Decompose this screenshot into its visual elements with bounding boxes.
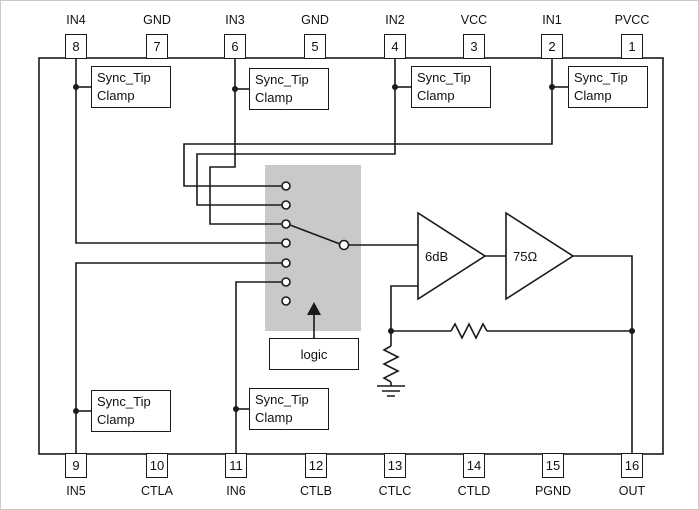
pin-box-15: 15 bbox=[542, 453, 564, 478]
junction-dot bbox=[73, 408, 79, 414]
pin-box-14: 14 bbox=[463, 453, 485, 478]
pin-box-11: 11 bbox=[225, 453, 247, 478]
mux-input-contact-4 bbox=[281, 238, 291, 248]
amp-gain-label: 6dB bbox=[425, 249, 449, 264]
mux-input-contact-1 bbox=[281, 181, 291, 191]
ground-icon bbox=[377, 385, 405, 397]
pin-box-4: 4 bbox=[384, 34, 406, 59]
pin-label-in3: IN3 bbox=[225, 13, 245, 27]
pin-box-6: 6 bbox=[224, 34, 246, 59]
pin-label-gnd5: GND bbox=[301, 13, 329, 27]
pin-label-in6: IN6 bbox=[226, 484, 246, 498]
sync-tip-clamp-1: Sync_Tip Clamp bbox=[91, 66, 171, 108]
pin-box-9: 9 bbox=[65, 453, 87, 478]
mux-input-contact-2 bbox=[281, 200, 291, 210]
junction-dot bbox=[629, 328, 635, 334]
pin-box-12: 12 bbox=[305, 453, 327, 478]
pin-label-ctlb: CTLB bbox=[300, 484, 332, 498]
logic-label: logic bbox=[300, 346, 328, 362]
mux-output-contact bbox=[338, 239, 350, 251]
pin-box-10: 10 bbox=[146, 453, 168, 478]
pin-label-in1: IN1 bbox=[542, 13, 562, 27]
wire-in4 bbox=[75, 59, 282, 244]
wire-in2 bbox=[196, 59, 396, 206]
clamp-text-line1: Sync_Tip bbox=[417, 70, 471, 85]
wire-in3 bbox=[209, 59, 282, 225]
junction-dot bbox=[388, 328, 394, 334]
pin-label-out: OUT bbox=[618, 484, 646, 498]
wire-feedback-input bbox=[390, 285, 418, 346]
clamp-text-line1: Sync_Tip bbox=[97, 394, 151, 409]
wire-in6 bbox=[235, 281, 282, 453]
feedback-resistor-icon bbox=[450, 322, 488, 340]
pin-label-vcc: VCC bbox=[460, 13, 488, 27]
pin-label-ctlc: CTLC bbox=[378, 484, 412, 498]
wire-in5 bbox=[75, 262, 282, 453]
junction-dot bbox=[233, 406, 239, 412]
pin-box-3: 3 bbox=[463, 34, 485, 59]
pin-box-13: 13 bbox=[384, 453, 406, 478]
wire-in1 bbox=[183, 59, 553, 187]
clamp-text-line2: Clamp bbox=[574, 88, 612, 103]
clamp-text-line2: Clamp bbox=[97, 412, 135, 427]
mux-input-contact-5 bbox=[281, 258, 291, 268]
logic-arrow-icon bbox=[307, 302, 321, 315]
clamp-text-line1: Sync_Tip bbox=[255, 72, 309, 87]
pin-box-7: 7 bbox=[146, 34, 168, 59]
clamp-text-line2: Clamp bbox=[255, 90, 293, 105]
junction-dot bbox=[549, 84, 555, 90]
logic-box: logic bbox=[269, 338, 359, 370]
pin-label-pgnd: PGND bbox=[534, 484, 572, 498]
junction-dot bbox=[73, 84, 79, 90]
pin-label-gnd7: GND bbox=[143, 13, 171, 27]
mux-input-contact-3 bbox=[281, 219, 291, 229]
mux-input-contact-6 bbox=[281, 277, 291, 287]
pin-box-5: 5 bbox=[304, 34, 326, 59]
mux-input-contact-7 bbox=[281, 296, 291, 306]
sync-tip-clamp-3: Sync_Tip Clamp bbox=[411, 66, 491, 108]
amp-6db-triangle bbox=[417, 211, 487, 301]
buffer-75ohm-triangle bbox=[505, 211, 575, 301]
pin-label-ctla: CTLA bbox=[141, 484, 173, 498]
sync-tip-clamp-5: Sync_Tip Clamp bbox=[91, 390, 171, 432]
clamp-text-line1: Sync_Tip bbox=[97, 70, 151, 85]
clamp-text-line2: Clamp bbox=[97, 88, 135, 103]
junction-dot bbox=[232, 86, 238, 92]
pin-box-2: 2 bbox=[541, 34, 563, 59]
sync-tip-clamp-2: Sync_Tip Clamp bbox=[249, 68, 329, 110]
junction-dot bbox=[392, 84, 398, 90]
sync-tip-clamp-4: Sync_Tip Clamp bbox=[568, 66, 648, 108]
clamp-text-line2: Clamp bbox=[417, 88, 455, 103]
pin-box-8: 8 bbox=[65, 34, 87, 59]
buffer-impedance-label: 75Ω bbox=[513, 249, 538, 264]
pin-label-ctld: CTLD bbox=[457, 484, 491, 498]
pin-box-16: 16 bbox=[621, 453, 643, 478]
clamp-text-line1: Sync_Tip bbox=[574, 70, 628, 85]
wire-output bbox=[573, 255, 633, 453]
pin-label-pvcc: PVCC bbox=[614, 13, 650, 27]
pin-box-1: 1 bbox=[621, 34, 643, 59]
sync-tip-clamp-6: Sync_Tip Clamp bbox=[249, 388, 329, 430]
pin-label-in2: IN2 bbox=[385, 13, 405, 27]
clamp-text-line1: Sync_Tip bbox=[255, 392, 309, 407]
mux-switch-arm bbox=[289, 224, 341, 245]
pin-label-in5: IN5 bbox=[66, 484, 86, 498]
clamp-text-line2: Clamp bbox=[255, 410, 293, 425]
pin-label-in4: IN4 bbox=[66, 13, 86, 27]
